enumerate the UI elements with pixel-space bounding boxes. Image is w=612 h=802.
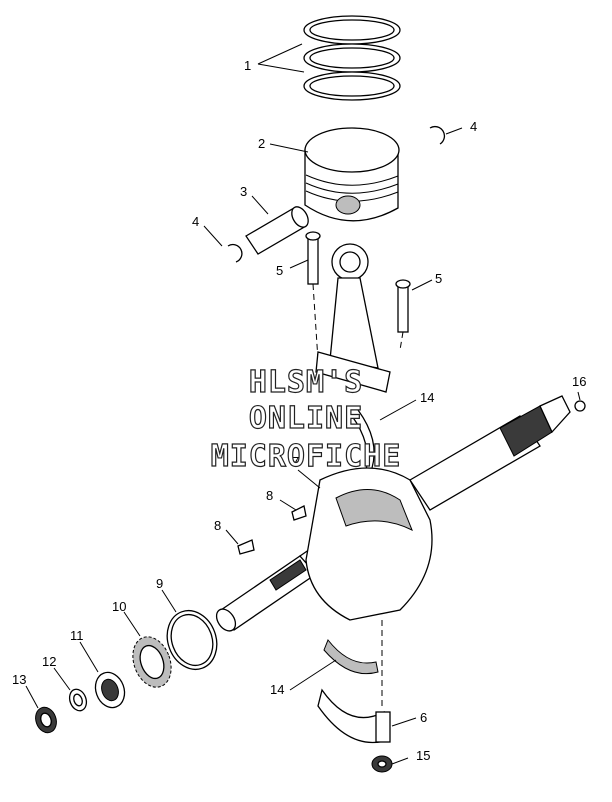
callout-12: 12: [42, 654, 56, 669]
callout-13: 13: [12, 672, 26, 687]
washer[interactable]: [67, 687, 90, 713]
callout-4-left: 4: [192, 214, 199, 229]
rod-nut[interactable]: [371, 755, 393, 773]
leader-lines: [25, 43, 581, 765]
o-ring[interactable]: [159, 604, 225, 677]
callout-5-left: 5: [276, 263, 283, 278]
nut[interactable]: [32, 704, 60, 735]
callout-5-right: 5: [435, 271, 442, 286]
piston-pin[interactable]: [245, 204, 312, 255]
rod-bolt-right[interactable]: [395, 279, 411, 351]
rod-bearing-upper[interactable]: [351, 409, 375, 471]
callout-labels: 1 2 3 4 4 5 5 14 16 7 8 8 9 10 11 12 13 …: [12, 58, 586, 763]
watermark-line-2: ONLINE: [249, 401, 363, 436]
circlip-right[interactable]: [429, 125, 446, 145]
piston[interactable]: [304, 127, 400, 222]
callout-2: 2: [258, 136, 265, 151]
watermark-line-1: HLSM'S: [249, 365, 363, 400]
callout-8-upper: 8: [266, 488, 273, 503]
callout-10: 10: [112, 599, 126, 614]
callout-16: 16: [572, 374, 586, 389]
callout-11: 11: [70, 628, 84, 643]
callout-14-lower: 14: [270, 682, 284, 697]
piston-rings[interactable]: [303, 15, 401, 101]
callout-9: 9: [156, 576, 163, 591]
connecting-rod[interactable]: [315, 243, 391, 393]
woodruff-key-lower[interactable]: [237, 539, 255, 555]
ball[interactable]: [574, 400, 586, 412]
callout-1: 1: [244, 58, 251, 73]
callout-6: 6: [420, 710, 427, 725]
rod-bearing-lower[interactable]: [323, 639, 379, 675]
rod-bolt-left[interactable]: [305, 231, 321, 361]
crankshaft[interactable]: [213, 395, 571, 634]
watermark-line-3: MICROFICHE: [211, 439, 402, 474]
watermark: HLSM'S ONLINE MICROFICHE: [210, 364, 402, 474]
collar[interactable]: [91, 668, 130, 711]
connecting-rod-cap[interactable]: [317, 620, 391, 744]
callout-8-lower: 8: [214, 518, 221, 533]
gear[interactable]: [126, 631, 178, 692]
callout-15: 15: [416, 748, 430, 763]
woodruff-key-upper[interactable]: [291, 505, 307, 521]
callout-14-upper: 14: [420, 390, 434, 405]
circlip-left[interactable]: [227, 243, 243, 263]
callout-7: 7: [292, 454, 299, 469]
callout-3: 3: [240, 184, 247, 199]
callout-4-right: 4: [470, 119, 477, 134]
